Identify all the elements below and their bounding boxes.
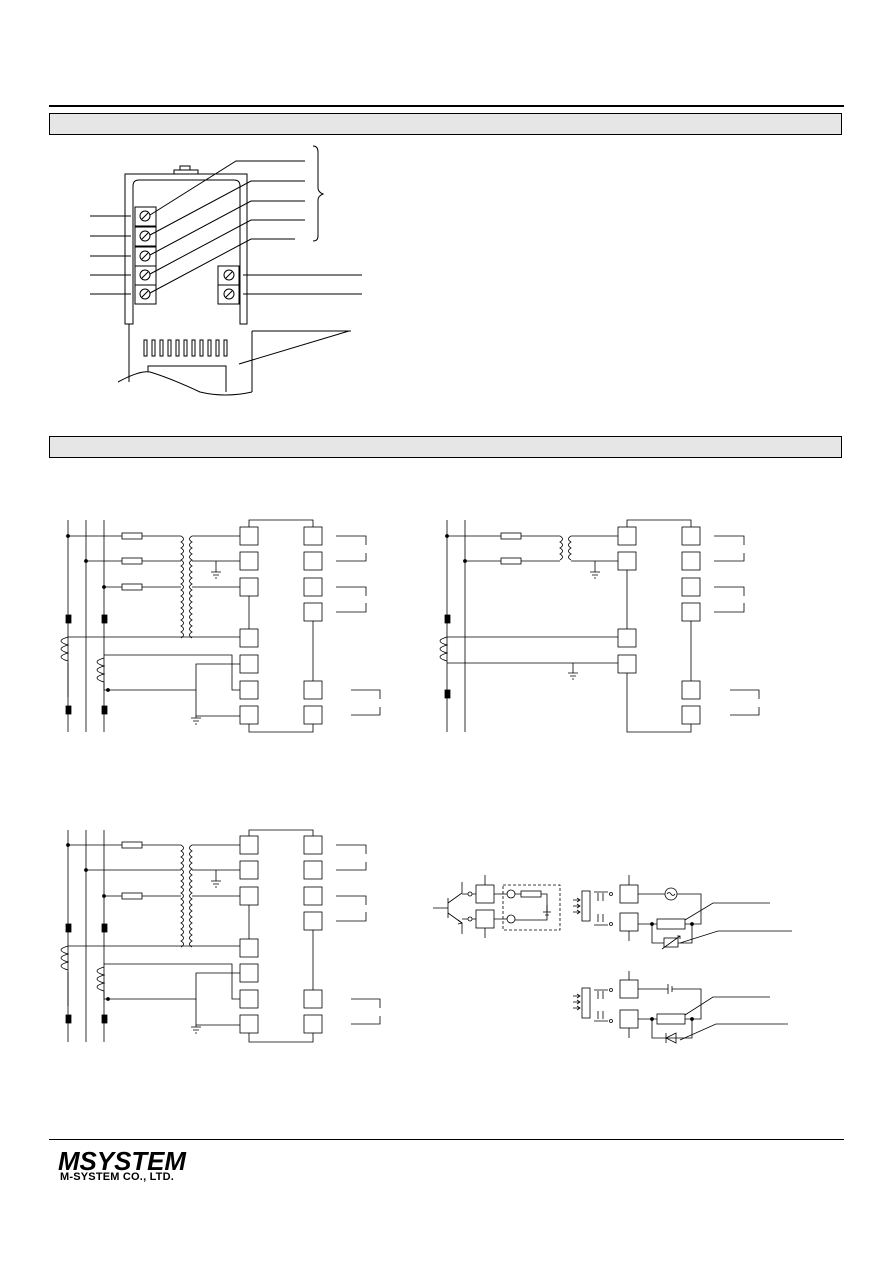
section-bar-connection-diagram	[49, 436, 842, 458]
msystem-logo: MSYSTEM	[58, 1148, 187, 1176]
svg-text:MSYSTEM: MSYSTEM	[58, 1148, 187, 1176]
footer-rule	[49, 1139, 844, 1140]
diagram-output-examples	[433, 875, 792, 1044]
left-terminal-column	[134, 206, 157, 305]
company-name: M-SYSTEM CO., LTD.	[60, 1171, 175, 1183]
diagram-three-phase-3ct	[60, 519, 381, 733]
section-bar-terminal-assignments	[49, 113, 842, 135]
diagram-single-phase	[439, 519, 760, 733]
right-terminal-column	[217, 265, 240, 305]
diagram-three-phase-2ct	[60, 829, 381, 1043]
top-rule	[49, 105, 844, 107]
